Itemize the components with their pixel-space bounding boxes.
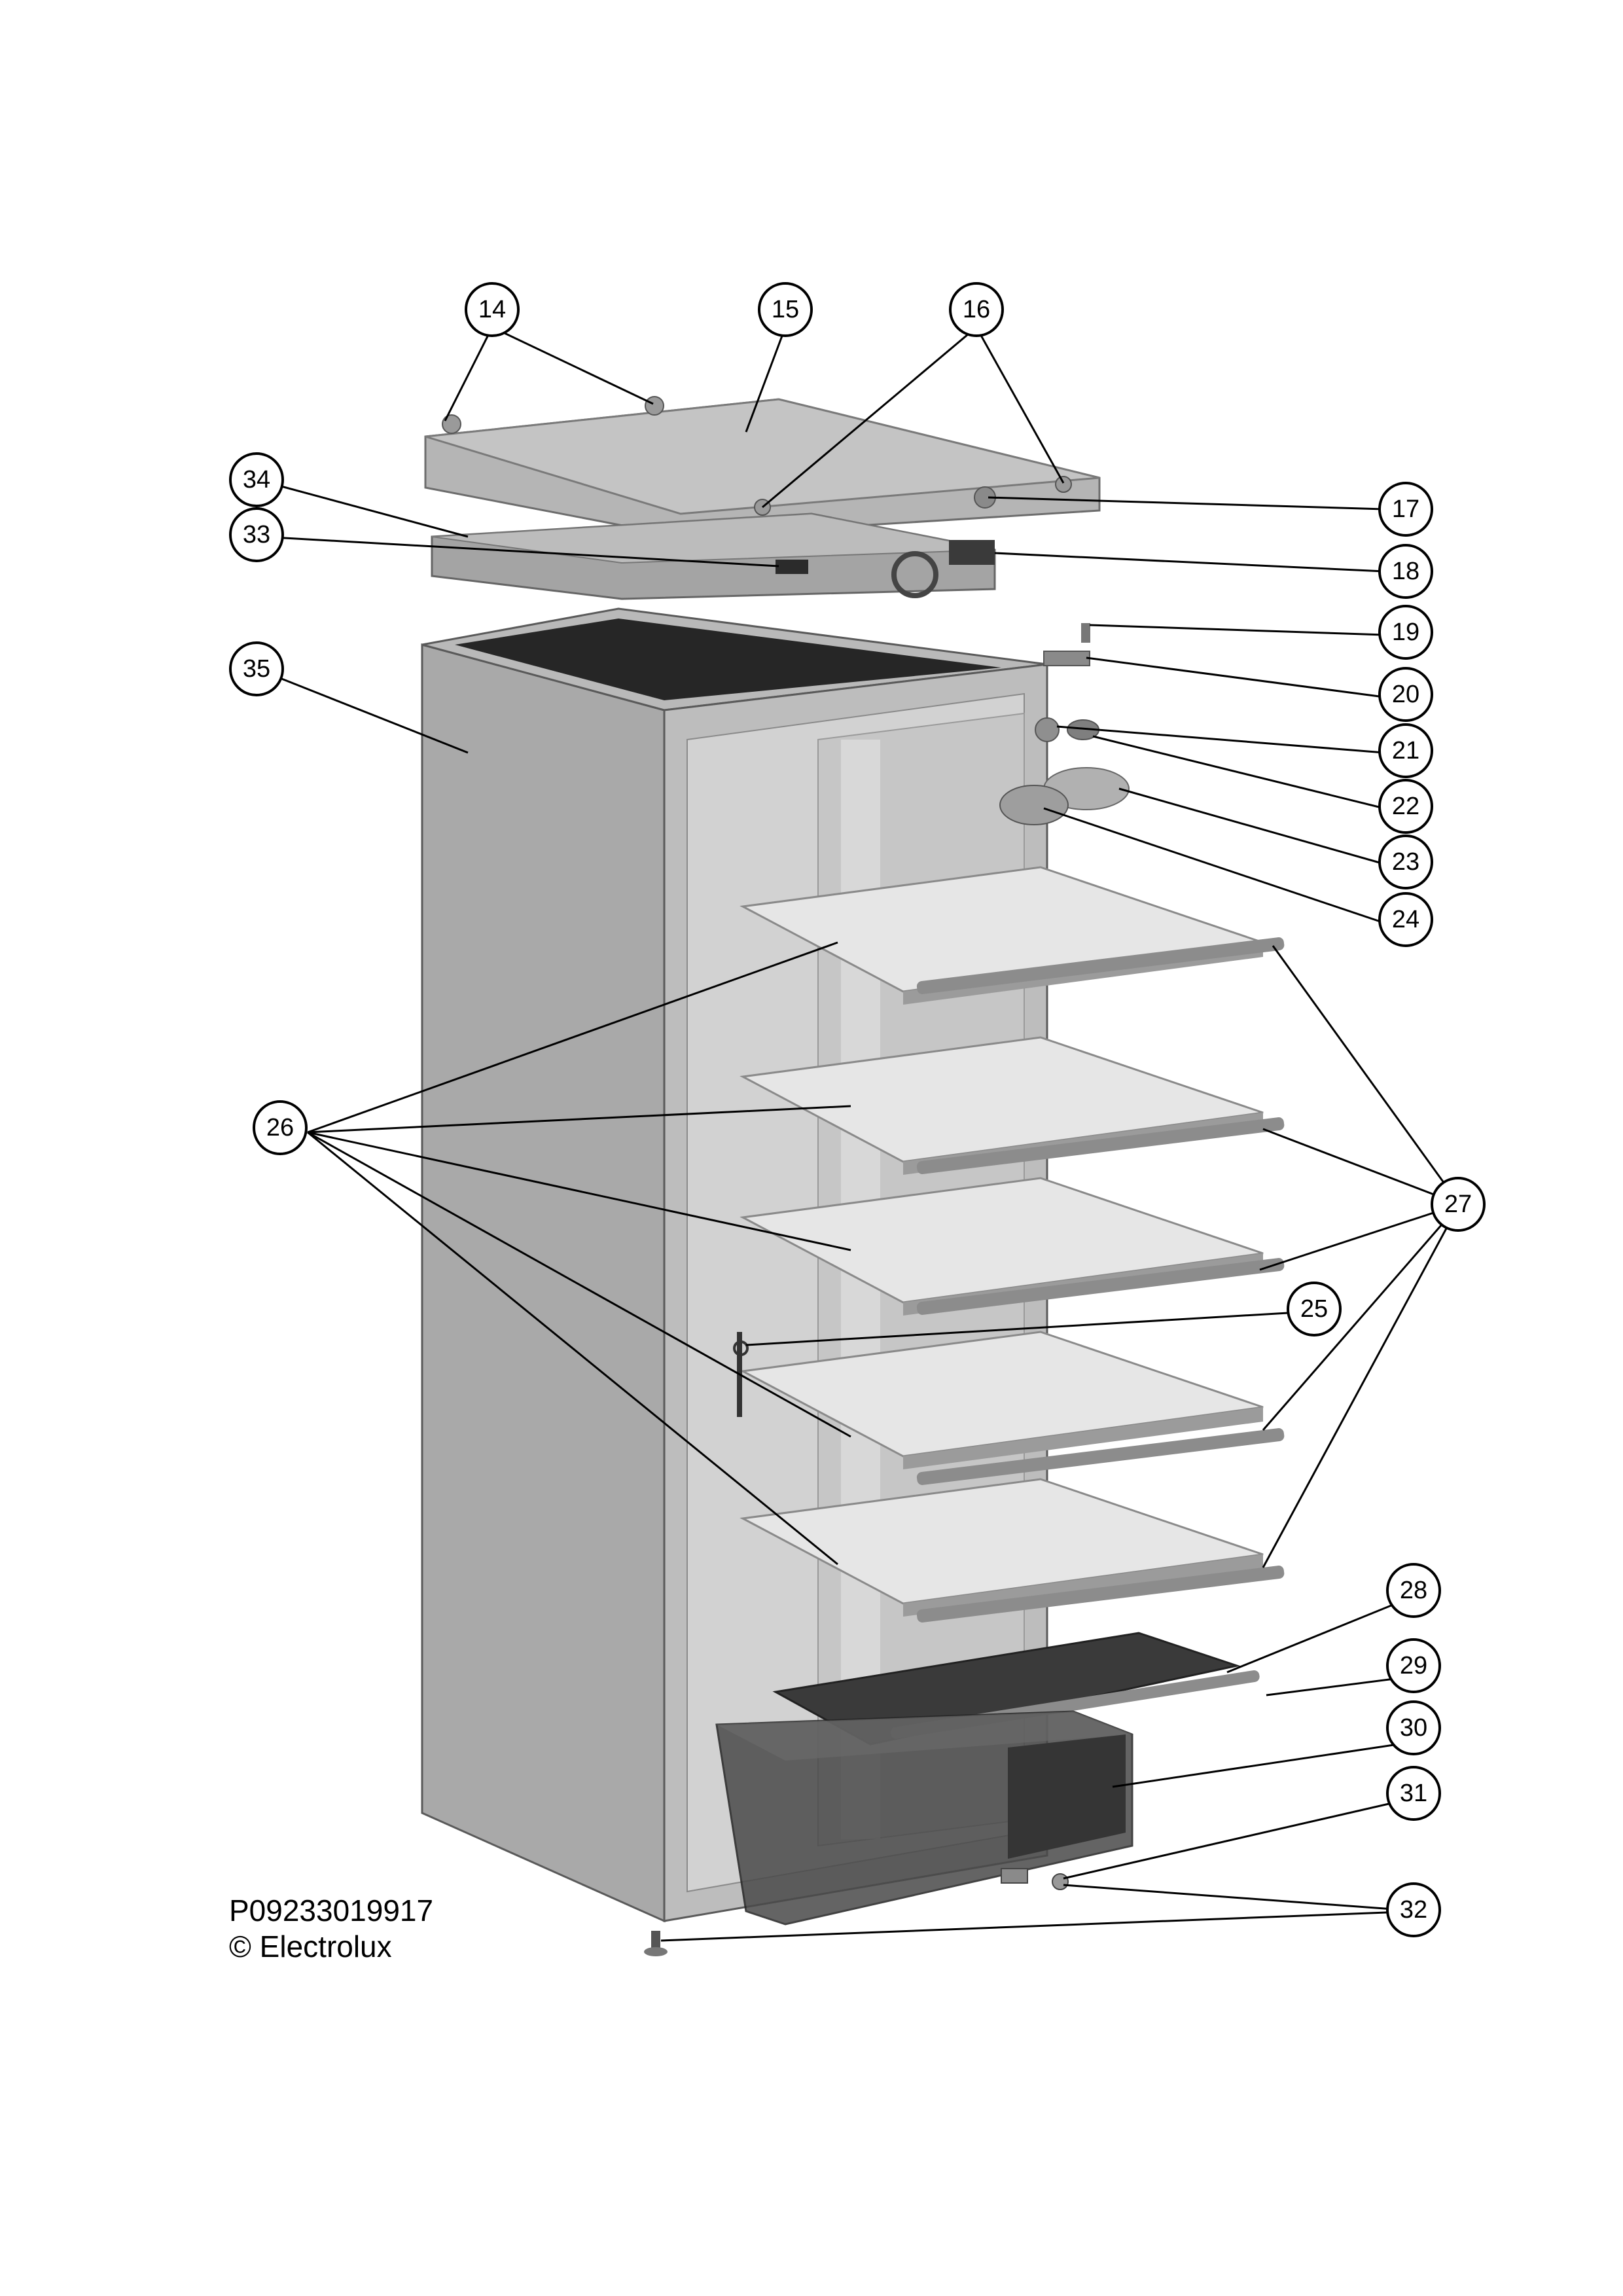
- callout-25-label: 25: [1300, 1295, 1328, 1323]
- callout-25: 25: [1287, 1282, 1342, 1336]
- shelf-3: [740, 1177, 1285, 1316]
- callout-18-label: 18: [1392, 558, 1419, 585]
- callout-32: 32: [1386, 1882, 1441, 1937]
- callout-17: 17: [1378, 482, 1433, 537]
- leader-lines: [261, 326, 1461, 1942]
- callout-34-label: 34: [243, 466, 270, 493]
- callout-19: 19: [1378, 605, 1433, 660]
- callout-31: 31: [1386, 1766, 1441, 1821]
- callout-30-label: 30: [1400, 1714, 1427, 1742]
- callout-22-label: 22: [1392, 793, 1419, 820]
- shelf-1: [740, 866, 1285, 1005]
- callout-29-label: 29: [1400, 1652, 1427, 1679]
- callout-19-label: 19: [1392, 619, 1419, 646]
- callout-27: 27: [1431, 1177, 1486, 1232]
- feet: [644, 1868, 1069, 1956]
- callout-24: 24: [1378, 892, 1433, 947]
- callout-30: 30: [1386, 1700, 1441, 1755]
- callout-35-label: 35: [243, 655, 270, 683]
- shelf-5: [740, 1478, 1285, 1623]
- callout-14: 14: [465, 282, 520, 337]
- top-panel: [431, 512, 996, 600]
- callout-17-label: 17: [1392, 495, 1419, 523]
- callout-35: 35: [229, 641, 284, 696]
- top-cover: [424, 396, 1101, 538]
- callout-20-label: 20: [1392, 681, 1419, 708]
- callout-16: 16: [949, 282, 1004, 337]
- callout-15-label: 15: [772, 296, 799, 323]
- callout-32-label: 32: [1400, 1896, 1427, 1924]
- callout-21: 21: [1378, 723, 1433, 778]
- callout-34: 34: [229, 452, 284, 507]
- callout-22: 22: [1378, 779, 1433, 834]
- callout-20: 20: [1378, 667, 1433, 722]
- callout-26: 26: [253, 1100, 308, 1155]
- callout-28-label: 28: [1400, 1577, 1427, 1604]
- callout-18: 18: [1378, 544, 1433, 599]
- drawing-code: P09233019917: [229, 1893, 433, 1928]
- callout-33: 33: [229, 507, 284, 562]
- callout-23: 23: [1378, 834, 1433, 889]
- callout-27-label: 27: [1444, 1191, 1472, 1218]
- callout-26-label: 26: [266, 1114, 294, 1141]
- callout-24-label: 24: [1392, 906, 1419, 933]
- callout-21-label: 21: [1392, 737, 1419, 764]
- copyright: © Electrolux: [229, 1929, 392, 1964]
- callout-15: 15: [758, 282, 813, 337]
- small-parts: [733, 623, 1130, 1417]
- callout-16-label: 16: [963, 296, 990, 323]
- callout-29: 29: [1386, 1638, 1441, 1693]
- callout-23-label: 23: [1392, 848, 1419, 876]
- callout-14-label: 14: [478, 296, 506, 323]
- callout-33-label: 33: [243, 521, 270, 548]
- crisper-drawer: [715, 1710, 1133, 1926]
- callout-31-label: 31: [1400, 1780, 1427, 1807]
- callout-28: 28: [1386, 1563, 1441, 1618]
- shelf-4: [740, 1331, 1285, 1485]
- shelf-2: [740, 1036, 1285, 1175]
